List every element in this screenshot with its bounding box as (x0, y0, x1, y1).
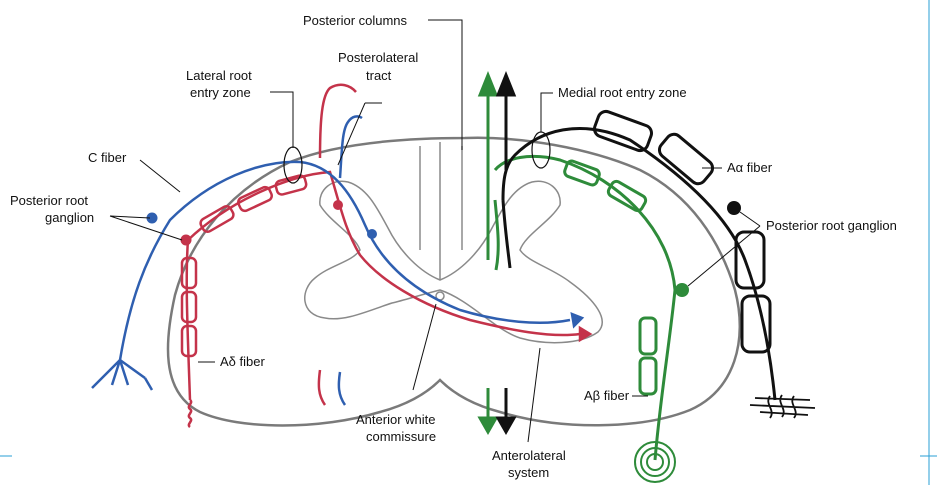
a-beta-myelin-1 (640, 318, 656, 354)
label-lateral-root-entry-line2: entry zone (190, 85, 251, 100)
label-anterolateral-system-line1: Anterolateral (492, 448, 566, 463)
a-alpha-spindle (750, 395, 815, 418)
a-beta-myelin-4 (563, 160, 600, 187)
label-lateral-root-entry-line1: Lateral root (186, 68, 252, 83)
a-alpha-collateral (503, 200, 510, 268)
label-medial-root-entry: Medial root entry zone (558, 85, 687, 100)
a-beta-axon (495, 156, 675, 460)
a-delta-myelin-1 (182, 258, 196, 288)
label-a-beta-fiber: Aβ fiber (584, 388, 630, 403)
leader-medial-root-entry (541, 93, 553, 132)
leader-anterior-white-commissure (413, 304, 436, 390)
a-delta-arrowhead (580, 328, 590, 340)
cord-outline (168, 138, 740, 426)
c-fiber-entry-node (367, 229, 377, 239)
spinal-cord-section (168, 138, 740, 426)
label-posterior-root-ganglion-right: Posterior root ganglion (766, 218, 897, 233)
c-fiber-arrowhead (572, 314, 582, 326)
a-beta-myelin-3 (607, 180, 648, 213)
label-posterolateral-tract-line1: Posterolateral (338, 50, 418, 65)
label-c-fiber: C fiber (88, 150, 127, 165)
label-posterolateral-tract-line2: tract (366, 68, 392, 83)
label-posterior-root-ganglion-left-line1: Posterior root (10, 193, 88, 208)
a-delta-terminal-coil (189, 400, 191, 427)
label-anterior-white-commissure-line1: Anterior white (356, 412, 435, 427)
a-delta-anterior-root (319, 370, 325, 405)
a-alpha-myelin-2 (656, 131, 716, 187)
leader-lateral-root-entry (270, 92, 293, 148)
a-delta-myelin-2 (182, 292, 196, 322)
a-alpha-myelin-3 (736, 232, 764, 288)
gray-matter-butterfly (305, 181, 602, 342)
a-beta-ganglion (675, 283, 689, 297)
a-alpha-descending-arrow (498, 418, 514, 432)
leader-posterior-columns (428, 20, 462, 150)
a-delta-myelin-4 (199, 204, 235, 233)
label-anterolateral-system-line2: system (508, 465, 549, 480)
a-delta-ganglion (181, 235, 192, 246)
a-beta-descending-arrow (480, 418, 496, 432)
a-delta-myelin-5 (237, 185, 274, 212)
label-a-alpha-fiber: Aα fiber (727, 160, 773, 175)
a-beta-myelin-2 (640, 358, 656, 394)
a-delta-entry-node (333, 200, 343, 210)
label-anterior-white-commissure-line2: commissure (366, 429, 436, 444)
label-posterior-root-ganglion-left-line2: ganglion (45, 210, 94, 225)
a-alpha-column-arrow (498, 75, 514, 95)
leader-c-fiber (140, 160, 180, 192)
a-beta-collateral (495, 200, 498, 270)
c-fiber-branches (92, 360, 152, 390)
a-beta-column-arrow (480, 75, 496, 95)
label-posterior-columns: Posterior columns (303, 13, 408, 28)
c-fiber-anterior-root (339, 372, 345, 405)
leader-anterolateral-system (528, 348, 540, 442)
label-a-delta-fiber: Aδ fiber (220, 354, 265, 369)
gray-matter (305, 142, 602, 343)
a-alpha-ganglion (727, 201, 741, 215)
a-delta-fiber (182, 85, 590, 427)
